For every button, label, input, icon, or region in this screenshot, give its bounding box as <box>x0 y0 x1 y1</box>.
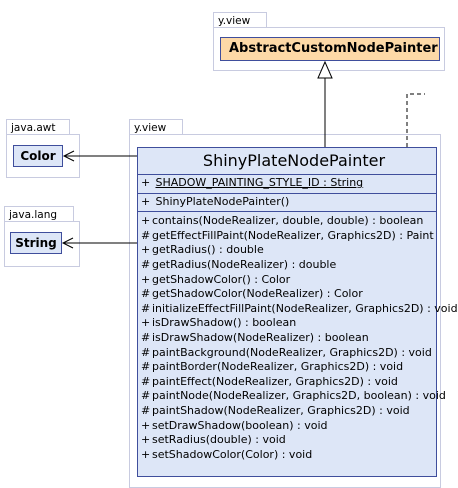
method-text: paintNode(NodeRealizer, Graphics2D, bool… <box>152 389 446 403</box>
method-row: +setRadius(double) : void <box>138 433 436 448</box>
constructor-row: + ShinyPlateNodePainter() <box>138 195 436 210</box>
method-row: #initializeEffectFillPaint(NodeRealizer,… <box>138 301 458 317</box>
class-shiny-plate-node-painter[interactable]: ShinyPlateNodePainter + SHADOW_PAINTING_… <box>137 147 458 477</box>
method-text: setShadowColor(Color) : void <box>152 447 313 461</box>
method-text: getRadius() : double <box>152 243 264 257</box>
connectors-layer <box>61 60 425 249</box>
visibility-marker: # <box>141 301 151 315</box>
package-tab-y-view-main: y.view <box>129 119 183 135</box>
method-row: +getShadowColor() : Color <box>138 273 436 288</box>
methods-section: +contains(NodeRealizer, double, double) … <box>138 211 458 463</box>
visibility-marker: # <box>141 389 151 403</box>
visibility-marker: # <box>141 257 151 271</box>
visibility-marker: # <box>141 330 151 344</box>
package-tab-java-lang: java.lang <box>4 206 74 222</box>
method-row: #getEffectFillPaint(NodeRealizer, Graphi… <box>138 229 436 244</box>
method-text: paintBackground(NodeRealizer, Graphics2D… <box>152 345 432 359</box>
fields-section: + SHADOW_PAINTING_STYLE_ID : String <box>138 174 436 193</box>
visibility-marker: # <box>141 287 151 301</box>
method-row: #paintEffect(NodeRealizer, Graphics2D) :… <box>138 375 436 390</box>
visibility-marker: # <box>141 374 151 388</box>
method-row: #getShadowColor(NodeRealizer) : Color <box>138 287 436 302</box>
visibility-marker: + <box>141 433 151 447</box>
package-tab-java-awt: java.awt <box>6 119 70 135</box>
method-text: setDrawShadow(boolean) : void <box>152 418 328 432</box>
method-text: setRadius(double) : void <box>152 433 286 447</box>
dependency-dashed-line <box>406 93 425 147</box>
method-row: #isDrawShadow(NodeRealizer) : boolean <box>138 331 436 346</box>
method-text: isDrawShadow() : boolean <box>152 316 297 330</box>
method-row: +contains(NodeRealizer, double, double) … <box>138 214 436 229</box>
class-string[interactable]: String <box>10 232 62 254</box>
field-row: + SHADOW_PAINTING_STYLE_ID : String <box>138 176 436 191</box>
method-row: #paintBorder(NodeRealizer, Graphics2D) :… <box>138 360 436 375</box>
method-text: isDrawShadow(NodeRealizer) : boolean <box>152 330 369 344</box>
class-abstract-custom-node-painter[interactable]: AbstractCustomNodePainter <box>220 37 440 61</box>
visibility-marker: + <box>141 243 151 257</box>
method-text: paintEffect(NodeRealizer, Graphics2D) : … <box>152 374 398 388</box>
visibility-marker: + <box>141 418 151 432</box>
package-tab-y-view-top: y.view <box>213 12 267 28</box>
visibility-marker: # <box>141 403 151 417</box>
method-text: getShadowColor(NodeRealizer) : Color <box>152 287 363 301</box>
method-row: #paintShadow(NodeRealizer, Graphics2D) :… <box>138 404 436 419</box>
method-row: #getRadius(NodeRealizer) : double <box>138 258 436 273</box>
visibility-marker: + <box>141 176 151 189</box>
constructors-section: + ShinyPlateNodePainter() <box>138 192 436 212</box>
visibility-marker: # <box>141 228 151 242</box>
method-text: paintBorder(NodeRealizer, Graphics2D) : … <box>152 360 404 374</box>
method-row: +setDrawShadow(boolean) : void <box>138 419 436 434</box>
method-text: getEffectFillPaint(NodeRealizer, Graphic… <box>152 228 434 242</box>
visibility-marker: # <box>141 345 151 359</box>
method-text: getRadius(NodeRealizer) : double <box>152 257 337 271</box>
field-text: SHADOW_PAINTING_STYLE_ID : String <box>155 176 364 189</box>
method-text: paintShadow(NodeRealizer, Graphics2D) : … <box>152 403 410 417</box>
method-row: #paintBackground(NodeRealizer, Graphics2… <box>138 346 436 361</box>
visibility-marker: + <box>141 447 151 461</box>
generalization-arrowhead <box>317 60 333 79</box>
method-row: +isDrawShadow() : boolean <box>138 316 436 331</box>
visibility-marker: + <box>141 316 151 330</box>
method-row: +getRadius() : double <box>138 243 436 258</box>
method-text: initializeEffectFillPaint(NodeRealizer, … <box>152 301 458 315</box>
visibility-marker: + <box>141 214 151 228</box>
method-row: #paintNode(NodeRealizer, Graphics2D, boo… <box>138 389 446 404</box>
method-row: +setShadowColor(Color) : void <box>138 448 436 463</box>
class-title: ShinyPlateNodePainter <box>202 151 386 170</box>
association-arrowhead-string <box>61 237 74 249</box>
visibility-marker: + <box>141 194 151 208</box>
class-color[interactable]: Color <box>13 145 63 167</box>
visibility-marker: # <box>141 360 151 374</box>
constructor-text: ShinyPlateNodePainter() <box>155 194 290 208</box>
visibility-marker: + <box>141 272 151 286</box>
association-arrowhead-color <box>62 150 75 162</box>
method-text: getShadowColor() : Color <box>152 272 291 286</box>
method-text: contains(NodeRealizer, double, double) :… <box>152 214 424 228</box>
